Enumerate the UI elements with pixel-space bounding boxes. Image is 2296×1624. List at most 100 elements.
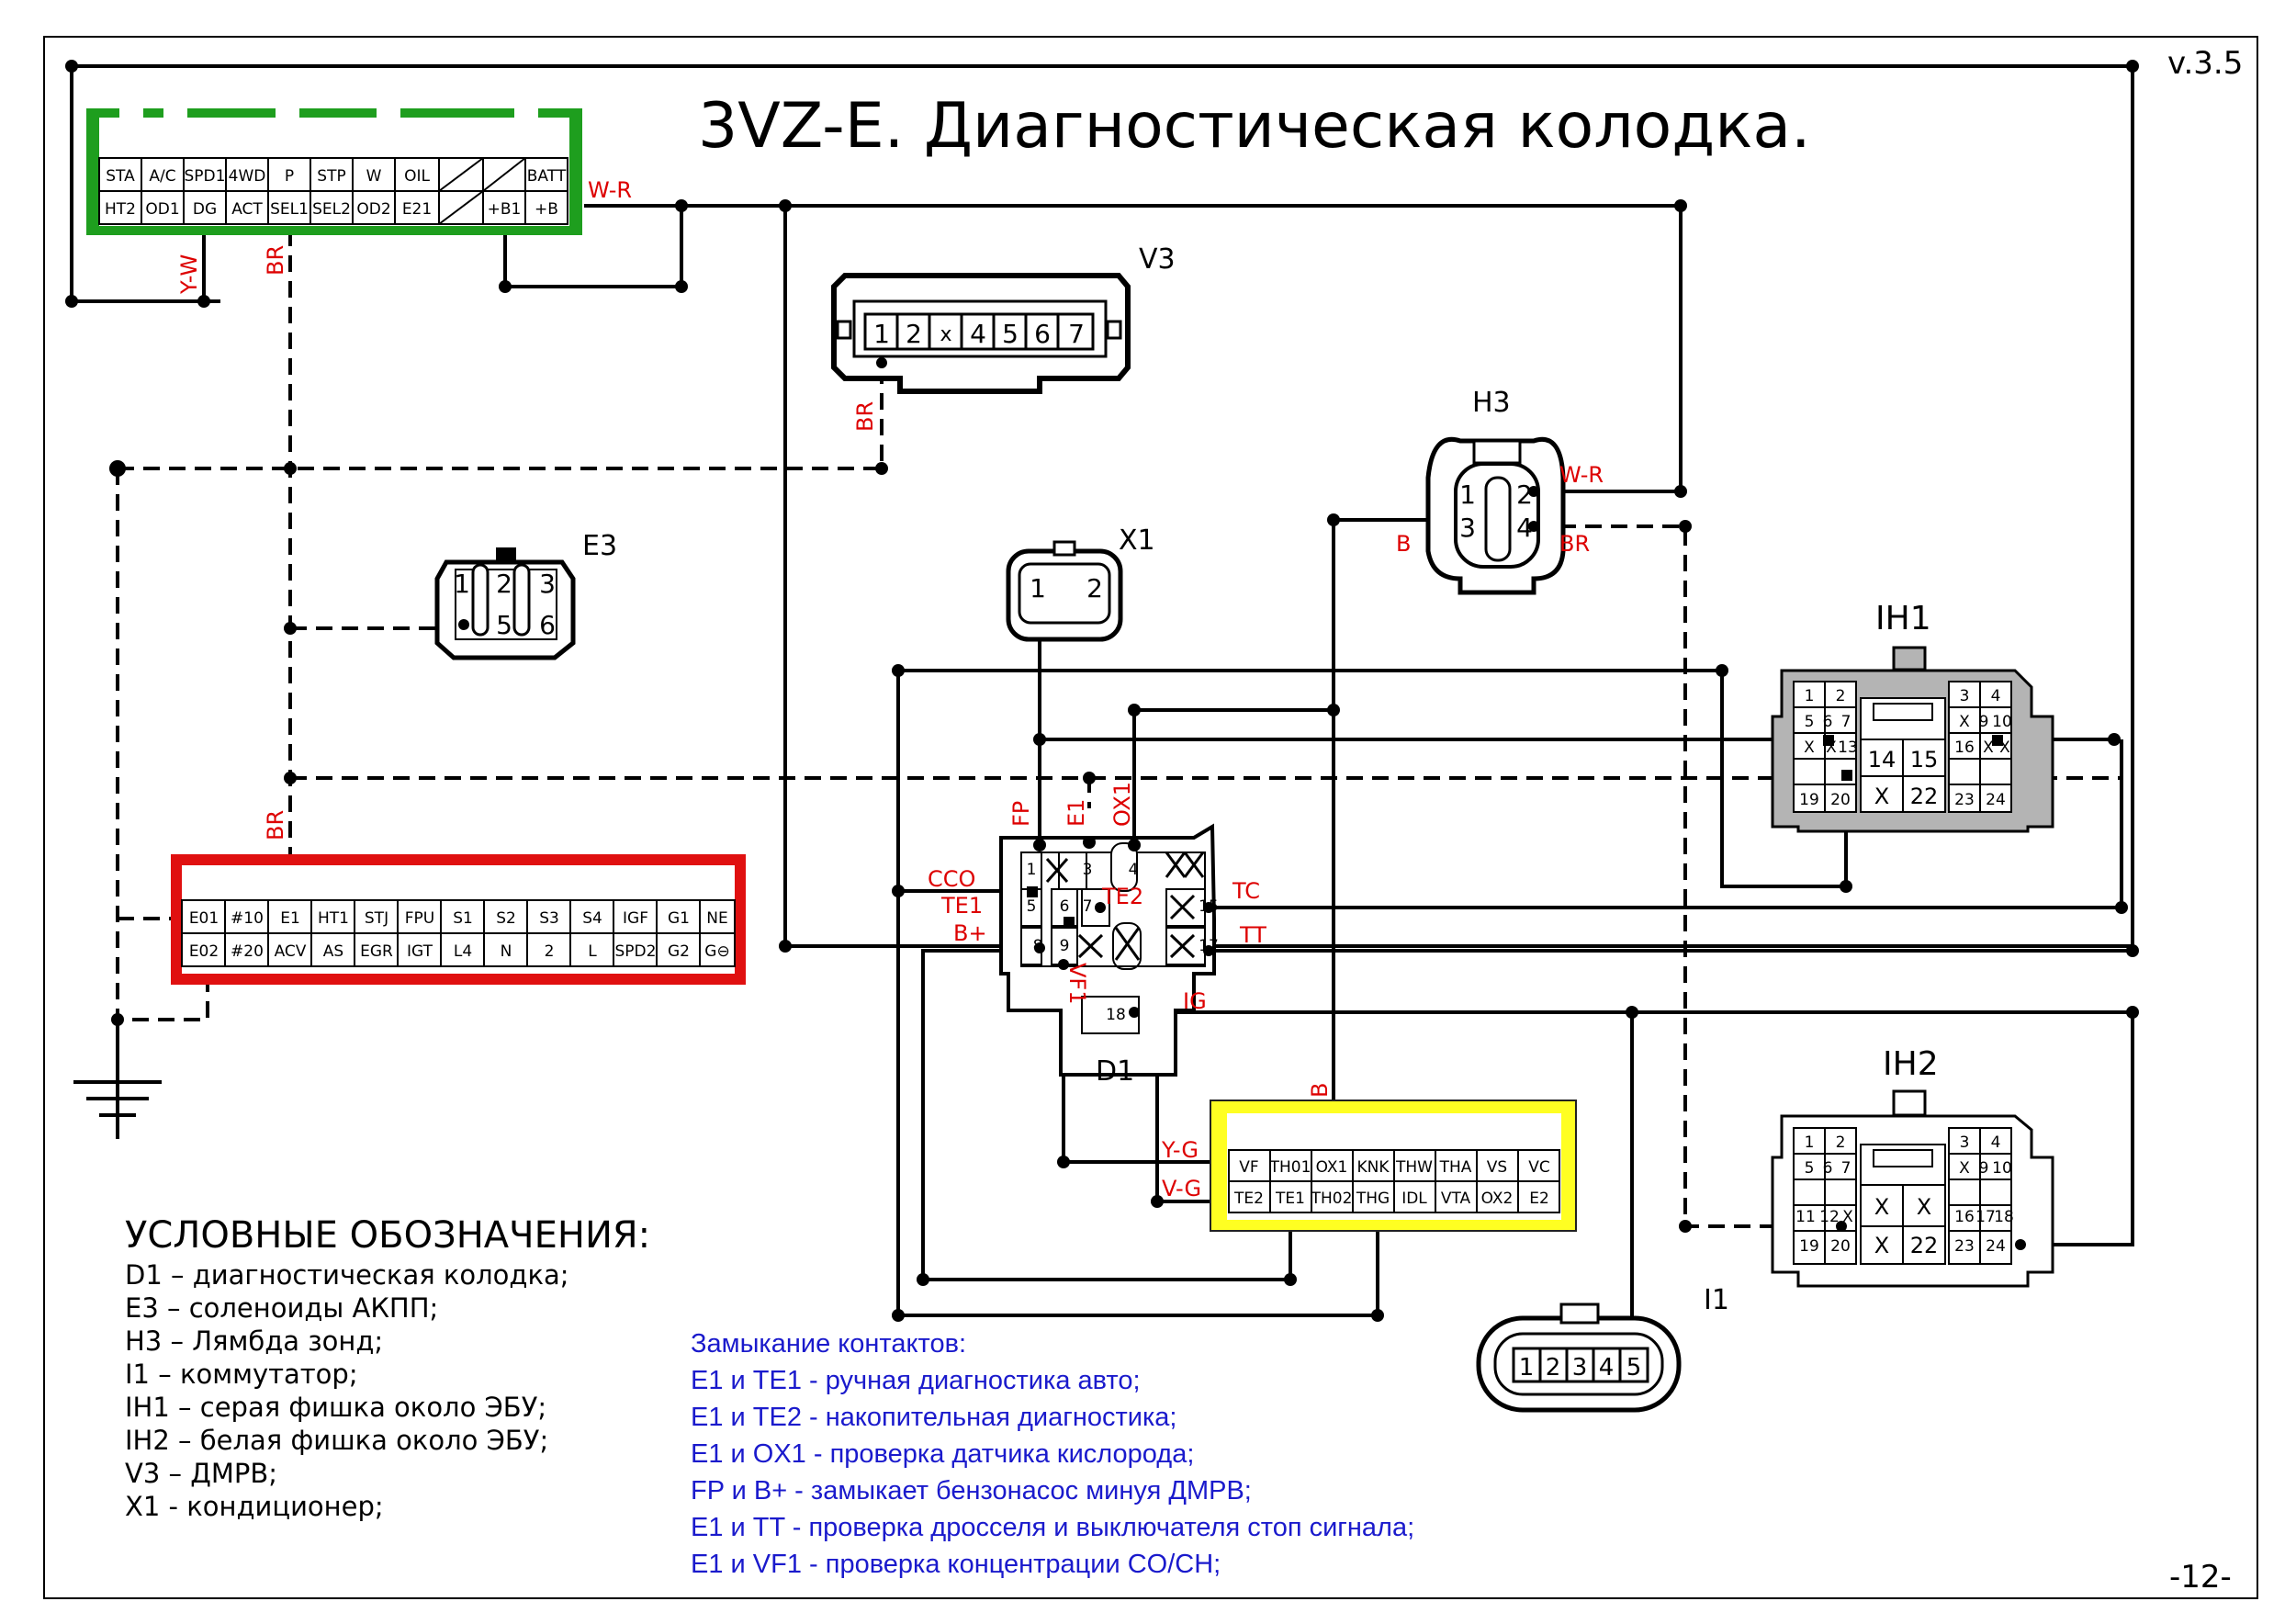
ih2-pin-4: 4 bbox=[1991, 1133, 2001, 1152]
ih2-pin-22: 22 bbox=[1910, 1233, 1939, 1258]
v3-pin-1: 1 bbox=[873, 319, 890, 349]
note-item: E1 и TE2 - накопительная диагностика; bbox=[691, 1403, 1176, 1432]
ih1-pin-1: 1 bbox=[1805, 687, 1815, 705]
x1-pin-2: 2 bbox=[1086, 573, 1103, 603]
green-pin-SEL2: SEL2 bbox=[312, 200, 351, 219]
red-pin-2: 2 bbox=[545, 942, 555, 961]
ih2-pin-5: 5 bbox=[1805, 1159, 1815, 1178]
x1-pin-1: 1 bbox=[1030, 573, 1046, 603]
green-connector: STA A/C SPD1 4WD P STP W OIL BATT HT2 OD… bbox=[86, 108, 582, 235]
ih2-pin-24: 24 bbox=[1986, 1237, 2006, 1256]
h3-pin-1: 1 bbox=[1459, 479, 1476, 510]
ih1-connector: 1 2 5 6 7 X X 13 19 20 14 15 X 22 3 4 X … bbox=[1771, 646, 2054, 833]
d1-pin-6: 6 bbox=[1060, 897, 1070, 916]
yellow-pin-VS: VS bbox=[1487, 1158, 1507, 1177]
v3-pin-6: 6 bbox=[1034, 319, 1051, 349]
yellow-pin-TH01: TH01 bbox=[1269, 1158, 1311, 1177]
wire-label-br-green: BR bbox=[263, 245, 288, 276]
ground-symbol bbox=[73, 1080, 162, 1117]
legend-item: D1 – диагностическая колодка; bbox=[125, 1259, 569, 1291]
legend: УСЛОВНЫЕ ОБОЗНАЧЕНИЯ: D1 – диагностическ… bbox=[125, 1214, 650, 1522]
ih2-pin-16: 16 bbox=[1954, 1208, 1975, 1226]
legend-item: V3 – ДМРВ; bbox=[125, 1458, 277, 1489]
wire-label-w-r-green: W-R bbox=[588, 177, 632, 203]
red-pin-FPU: FPU bbox=[405, 909, 434, 928]
e3-pin-5: 5 bbox=[496, 610, 512, 640]
d1-label: D1 bbox=[1096, 1055, 1134, 1088]
d1-pin-4: 4 bbox=[1129, 861, 1139, 879]
d1-label-OX1: OX1 bbox=[1109, 782, 1135, 827]
red-pin-EGR: EGR bbox=[360, 942, 393, 961]
v3-connector: 1 2 x 4 5 6 7 bbox=[831, 273, 1131, 394]
yellow-pin-TE2: TE2 bbox=[1233, 1190, 1264, 1208]
d1-pin-9: 9 bbox=[1060, 937, 1070, 955]
yellow-connector: VF TH01 OX1 KNK THW THA VS VC TE2 TE1 TH… bbox=[1210, 1100, 1577, 1232]
ih2-pin-X-e: X bbox=[1959, 1159, 1970, 1178]
green-pin-STP: STP bbox=[317, 167, 345, 186]
green-pin-BATT: BATT bbox=[527, 167, 567, 186]
note-item: FP и B+ - замыкает бензонасос минуя ДМРВ… bbox=[691, 1476, 1252, 1506]
red-pin-G2: G2 bbox=[668, 942, 690, 961]
e3-connector: 1 2 3 5 6 bbox=[434, 547, 576, 660]
e3-pin-1: 1 bbox=[454, 569, 470, 599]
h3-pin-2: 2 bbox=[1516, 479, 1533, 510]
red-pin-HT1: HT1 bbox=[318, 909, 349, 928]
i1-pin-2: 2 bbox=[1546, 1354, 1561, 1382]
ih2-label: IH2 bbox=[1883, 1045, 1939, 1083]
yellow-pin-TH02: TH02 bbox=[1311, 1190, 1353, 1208]
green-pin-OD2: OD2 bbox=[356, 200, 390, 219]
ih1-pin-20: 20 bbox=[1830, 791, 1851, 809]
red-pin-10: #10 bbox=[231, 909, 264, 928]
d1-pin-5: 5 bbox=[1027, 897, 1037, 916]
ih1-pin-X-d: X bbox=[1959, 713, 1970, 731]
page-number: -12- bbox=[2169, 1559, 2232, 1596]
red-pin-N: N bbox=[501, 942, 512, 961]
d1-pin-7: 7 bbox=[1083, 897, 1093, 916]
ih2-pin-X-c: X bbox=[1917, 1194, 1931, 1220]
green-pin-B1: +B1 bbox=[488, 200, 522, 219]
green-pin-W: W bbox=[366, 167, 382, 186]
green-pin-OIL: OIL bbox=[404, 167, 430, 186]
legend-item: IH2 – белая фишка около ЭБУ; bbox=[125, 1425, 548, 1456]
d1-label-TE1: TE1 bbox=[940, 893, 983, 919]
green-pin-AC: A/C bbox=[149, 167, 175, 186]
yellow-pin-VTA: VTA bbox=[1441, 1190, 1471, 1208]
junction-dots bbox=[65, 60, 2139, 1322]
ih2-pin-17: 17 bbox=[1975, 1208, 1996, 1226]
red-pin-S1: S1 bbox=[453, 909, 473, 928]
red-connector: E01 #10 E1 HT1 STJ FPU S1 S2 S3 S4 IGF G… bbox=[171, 854, 746, 985]
red-pin-E02: E02 bbox=[189, 942, 219, 961]
yellow-pin-IDL: IDL bbox=[1401, 1190, 1427, 1208]
ih2-pin-2: 2 bbox=[1836, 1133, 1846, 1152]
legend-item: I1 – коммутатор; bbox=[125, 1359, 358, 1390]
wire-label-w-r-h3: W-R bbox=[1559, 462, 1604, 488]
d1-label-TC: TC bbox=[1232, 878, 1260, 904]
yellow-pin-OX1: OX1 bbox=[1316, 1158, 1348, 1177]
ih1-pin-4: 4 bbox=[1991, 687, 2001, 705]
ih1-pin-24: 24 bbox=[1986, 791, 2006, 809]
red-pin-STJ: STJ bbox=[365, 909, 388, 928]
legend-item: H3 – Лямбда зонд; bbox=[125, 1325, 383, 1357]
green-pin-P: P bbox=[285, 167, 294, 186]
green-pin-B: +B bbox=[535, 200, 558, 219]
green-pin-E21: E21 bbox=[402, 200, 432, 219]
ih1-pin-2: 2 bbox=[1836, 687, 1846, 705]
red-pin-E01: E01 bbox=[189, 909, 219, 928]
v3-pin-4: 4 bbox=[970, 319, 986, 349]
ih1-pin-7: 7 bbox=[1841, 713, 1851, 731]
red-pin-G1: G1 bbox=[668, 909, 690, 928]
i1-pin-3: 3 bbox=[1572, 1354, 1588, 1382]
d1-pin-18: 18 bbox=[1106, 1006, 1126, 1024]
red-pin-20: #20 bbox=[231, 942, 264, 961]
ih1-pin-3: 3 bbox=[1960, 687, 1970, 705]
page-frame bbox=[43, 36, 2258, 1599]
red-pin-IGT: IGT bbox=[407, 942, 433, 961]
ih2-pin-19: 19 bbox=[1799, 1237, 1819, 1256]
d1-label-E1: E1 bbox=[1064, 799, 1089, 827]
green-pin-SEL1: SEL1 bbox=[270, 200, 309, 219]
notes-heading: Замыкание контактов: bbox=[691, 1329, 966, 1359]
yellow-pin-THW: THW bbox=[1395, 1158, 1433, 1177]
ih2-pin-X-b: X bbox=[1874, 1194, 1889, 1220]
x1-connector: 1 2 bbox=[1006, 540, 1123, 642]
d1-label-TE2: TE2 bbox=[1101, 884, 1143, 909]
